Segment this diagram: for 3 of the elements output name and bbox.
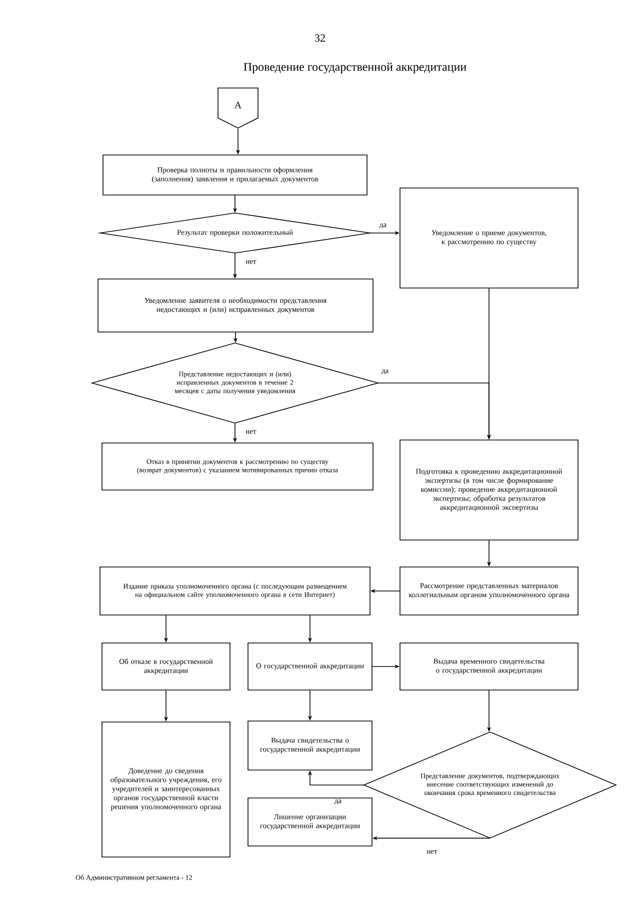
off-page-connector: А [218,88,258,128]
page-number: 32 [315,34,325,42]
title: Проведение государственной аккредитации [244,62,466,74]
